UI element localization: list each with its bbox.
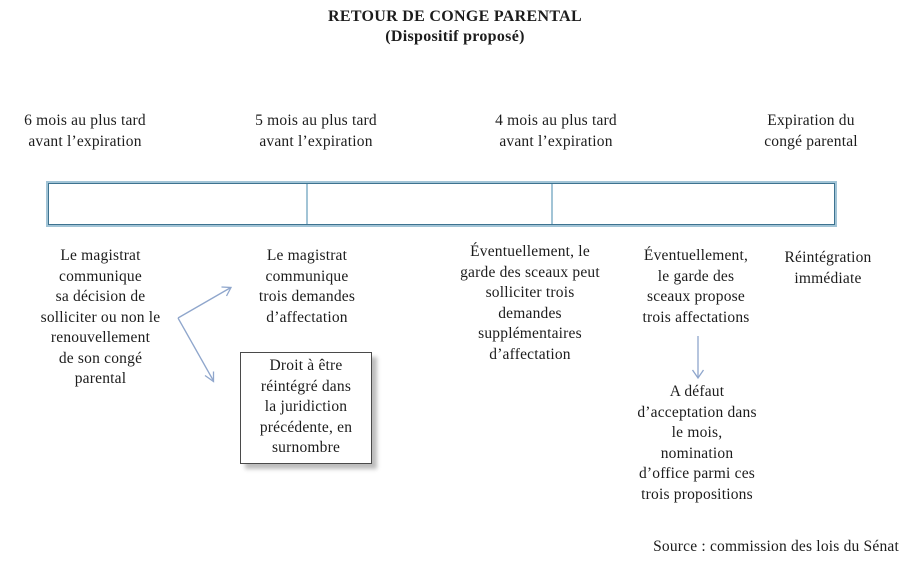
step-garde-sceaux-propose: Éventuellement, le garde des sceaux prop… <box>642 247 750 326</box>
timeline-bar <box>46 181 837 227</box>
default-nomination-note: A défaut d’acceptation dans le mois, nom… <box>637 383 757 503</box>
nomination-arrow-head-icon <box>691 369 705 380</box>
reintegration-right-box: Droit à être réintégré dans la juridicti… <box>240 352 372 464</box>
page-subtitle: (Dispositif proposé) <box>385 28 525 45</box>
step-decision-renouvellement: Le magistrat communique sa décision de s… <box>40 247 161 387</box>
diagram-header: RETOUR DE CONGE PARENTAL (Dispositif pro… <box>0 7 910 47</box>
milestone-label-5-months: 5 mois au plus tard avant l’expiration <box>255 112 377 150</box>
milestone-label-expiration: Expiration du congé parental <box>764 112 858 150</box>
branch-arrow-down-head-icon <box>204 371 215 383</box>
step-demandes-supplementaires: Éventuellement, le garde des sceaux peut… <box>460 243 600 363</box>
step-reintegration-immediate: Réintégration immédiate <box>784 249 872 287</box>
page-title: RETOUR DE CONGE PARENTAL <box>328 8 582 25</box>
source-caption: Source : commission des lois du Sénat <box>653 538 899 555</box>
timeline-divider <box>551 184 553 224</box>
milestone-label-4-months: 4 mois au plus tard avant l’expiration <box>495 112 617 150</box>
milestone-label-6-months: 6 mois au plus tard avant l’expiration <box>24 112 146 150</box>
step-trois-demandes: Le magistrat communique trois demandes d… <box>258 247 356 326</box>
timeline-divider <box>306 184 308 224</box>
